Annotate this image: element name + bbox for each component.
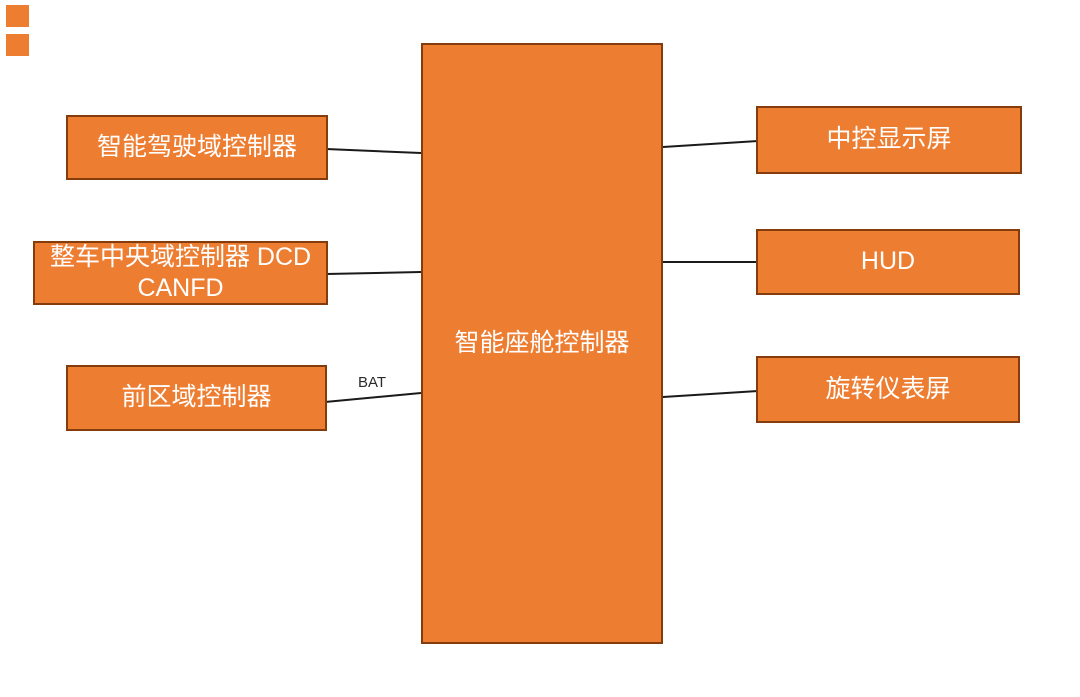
node-rotating-instrument-screen: 旋转仪表屏 [756, 356, 1020, 423]
edge-central-to-cockpit [325, 271, 422, 275]
node-label: HUD [860, 247, 916, 276]
edge-cockpit-to-display [662, 140, 759, 148]
node-label: 整车中央域控制器 DCD CANFD [49, 242, 312, 302]
node-label: 智能驾驶域控制器 [96, 132, 297, 161]
small-orange-square-1 [6, 5, 29, 27]
node-smart-cockpit-controller: 智能座舱控制器 [421, 43, 663, 644]
node-hud: HUD [756, 229, 1020, 295]
node-label: 智能座舱控制器 [454, 328, 630, 357]
edge-cockpit-to-cluster [662, 390, 759, 398]
node-label: 前区域控制器 [121, 383, 272, 412]
node-center-control-display: 中控显示屏 [756, 106, 1022, 174]
small-orange-square-2 [6, 34, 29, 56]
node-label: 旋转仪表屏 [825, 374, 951, 403]
node-smart-driving-domain-controller: 智能驾驶域控制器 [66, 115, 328, 180]
node-vehicle-central-domain-controller: 整车中央域控制器 DCD CANFD [33, 241, 328, 305]
edge-frontzone-to-cockpit [324, 392, 422, 403]
node-front-zone-controller: 前区域控制器 [66, 365, 327, 431]
edge-driving-to-cockpit [325, 148, 422, 154]
edge-label-bat: BAT [357, 374, 387, 391]
node-label: 中控显示屏 [826, 125, 952, 154]
